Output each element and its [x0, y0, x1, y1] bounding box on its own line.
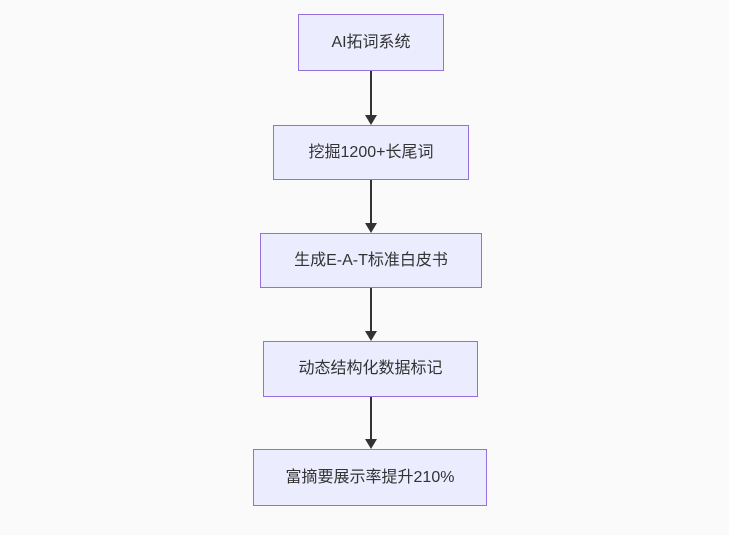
arrowhead-down-icon	[365, 223, 377, 233]
node-label: 挖掘1200+长尾词	[308, 143, 434, 161]
node-label: 富摘要展示率提升210%	[285, 468, 455, 486]
edge-arrow-1	[364, 71, 378, 125]
edge-arrow-2	[364, 180, 378, 233]
node-label: 生成E-A-T标准白皮书	[294, 251, 448, 269]
edge-line	[370, 180, 372, 223]
flowchart-node-structured-data: 动态结构化数据标记	[263, 341, 478, 397]
flowchart-node-eat-whitepaper: 生成E-A-T标准白皮书	[260, 233, 482, 288]
edge-arrow-4	[364, 397, 378, 449]
flowchart-node-rich-snippet-result: 富摘要展示率提升210%	[253, 449, 487, 506]
arrowhead-down-icon	[365, 439, 377, 449]
edge-line	[370, 288, 372, 331]
edge-line	[370, 397, 372, 439]
edge-line	[370, 71, 372, 115]
flowchart-node-longtail-mining: 挖掘1200+长尾词	[273, 125, 469, 180]
arrowhead-down-icon	[365, 115, 377, 125]
arrowhead-down-icon	[365, 331, 377, 341]
edge-arrow-3	[364, 288, 378, 341]
node-label: AI拓词系统	[331, 33, 411, 51]
flowchart-node-ai-expansion: AI拓词系统	[298, 14, 444, 71]
node-label: 动态结构化数据标记	[298, 360, 443, 378]
